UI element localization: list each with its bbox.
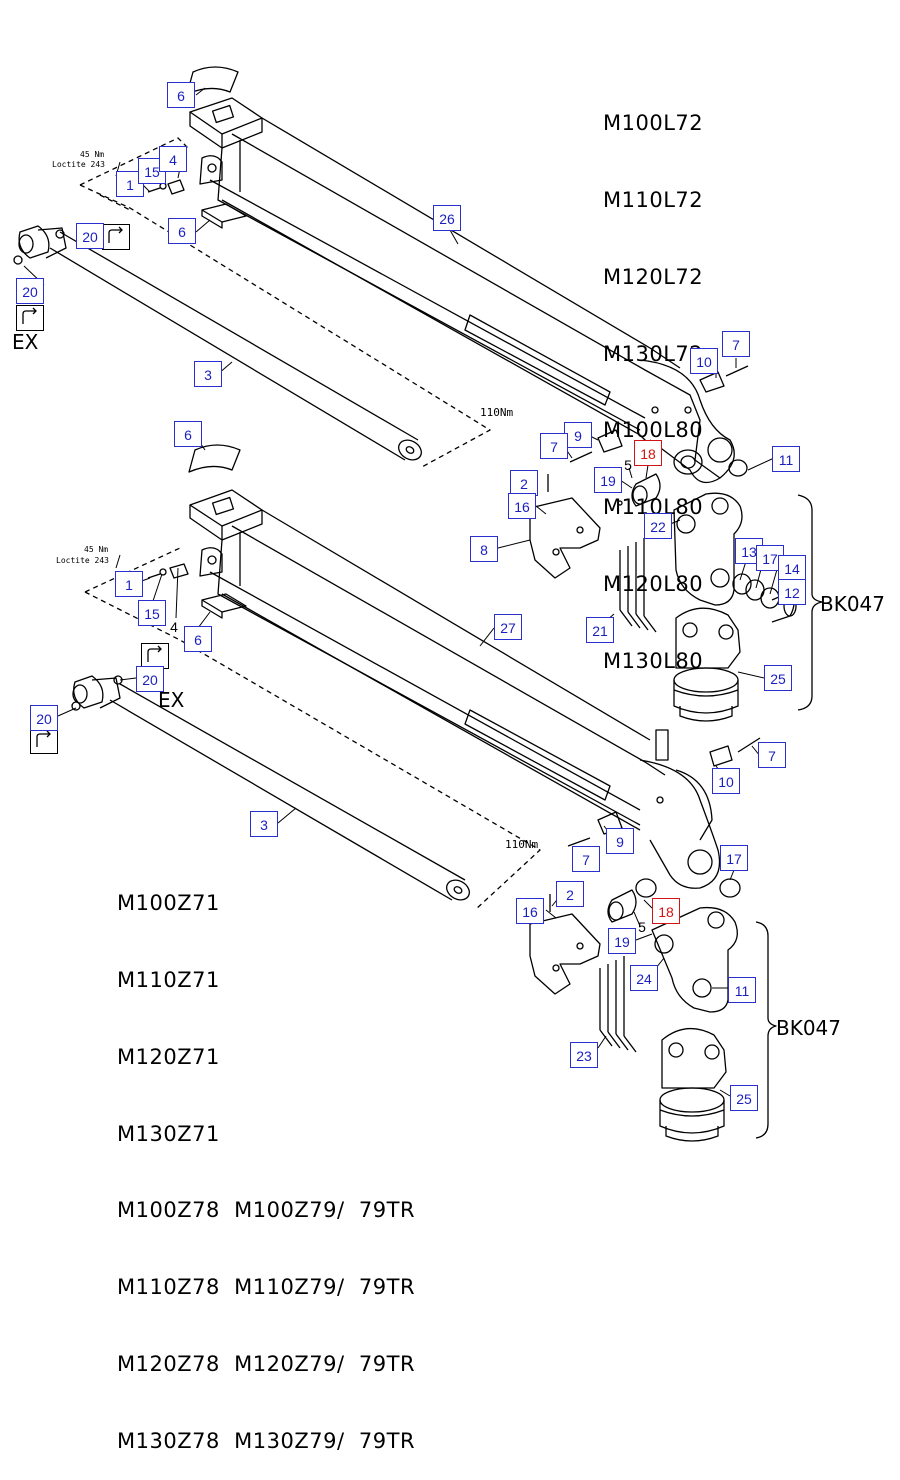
part-callout[interactable]: 19 — [608, 928, 636, 954]
model-name: M130L80 — [603, 648, 704, 673]
part-callout[interactable]: 16 — [516, 898, 544, 924]
model-name: M120Z71 — [117, 1044, 220, 1069]
part-callout[interactable]: 11 — [728, 977, 756, 1003]
part-callout[interactable]: 3 — [194, 361, 222, 387]
boom-head — [189, 97, 263, 135]
part-callout[interactable]: 6 — [168, 218, 196, 244]
ex-label: EX — [12, 330, 39, 354]
part-callout[interactable]: 7 — [758, 742, 786, 768]
part-callout[interactable]: 23 — [570, 1042, 598, 1068]
part-callout[interactable]: 16 — [508, 493, 536, 519]
part-callout[interactable]: 19 — [594, 467, 622, 493]
ex-label: EX — [158, 688, 185, 712]
part-callout[interactable]: 20 — [30, 705, 58, 731]
part-callout[interactable]: 25 — [764, 665, 792, 691]
model-name: M110Z78 M110Z79/ 79TR — [117, 1275, 416, 1300]
part-callout: 5 — [638, 919, 646, 935]
part-callout[interactable]: 20 — [76, 223, 104, 249]
model-name: M100L72 — [603, 111, 704, 136]
part-callout[interactable]: 7 — [722, 331, 750, 357]
part-callout[interactable]: 9 — [606, 828, 634, 854]
model-name: M130Z71 — [117, 1121, 220, 1146]
part-callout[interactable]: 12 — [778, 579, 806, 605]
model-list-top: M100L72 M110L72 M120L72 M130L72 M100L80 … — [603, 60, 703, 700]
model-name: M100Z71 — [117, 891, 220, 916]
model-name: M100L80 — [603, 418, 704, 443]
part-callout[interactable]: 20 — [136, 666, 164, 692]
angle-fitting-icon — [141, 643, 169, 669]
model-name: M130L72 — [603, 341, 704, 366]
angle-fitting-icon — [16, 305, 44, 331]
model-list-bottom: M100Z71 M110Z71 M120Z71 M130Z71 M100Z78 … — [117, 840, 415, 1480]
torque-110-note: 110Nm — [505, 838, 539, 851]
part-callout[interactable]: 2 — [556, 881, 584, 907]
model-name: M120L72 — [603, 264, 704, 289]
model-name: M110L72 — [603, 187, 704, 212]
exploded-parts-drawing — [13, 66, 823, 1142]
part-callout[interactable]: 10 — [712, 768, 740, 794]
model-name: M120Z78 M120Z79/ 79TR — [117, 1351, 416, 1376]
group-label: BK047 — [776, 1016, 842, 1040]
model-name: M110Z71 — [117, 967, 220, 992]
part-callout[interactable]: 24 — [630, 965, 658, 991]
part-callout[interactable]: 17 — [720, 845, 748, 871]
part-callout[interactable]: 9 — [564, 422, 592, 448]
part-callout[interactable]: 10 — [690, 348, 718, 374]
part-callout[interactable]: 25 — [730, 1085, 758, 1111]
part-callout[interactable]: 4 — [159, 146, 187, 172]
part-callout[interactable]: 6 — [184, 626, 212, 652]
part-callout[interactable]: 27 — [494, 614, 522, 640]
part-callout[interactable]: 8 — [470, 536, 498, 562]
angle-fitting-icon — [102, 224, 130, 250]
part-callout-highlighted[interactable]: 18 — [634, 440, 662, 466]
boom-body — [231, 133, 721, 479]
loctite-note: Loctite 243 — [56, 556, 109, 565]
part-callout-highlighted[interactable]: 18 — [652, 898, 680, 924]
torque-110-note: 110Nm — [480, 406, 514, 419]
part-callout[interactable]: 26 — [433, 205, 461, 231]
part-callout[interactable]: 6 — [167, 82, 195, 108]
part-callout[interactable]: 6 — [174, 421, 202, 447]
part-callout[interactable]: 20 — [16, 278, 44, 304]
part-callout[interactable]: 14 — [778, 555, 806, 581]
model-name: M100Z78 M100Z79/ 79TR — [117, 1198, 416, 1223]
wear-pad — [186, 66, 239, 95]
part-callout: 4 — [170, 619, 178, 635]
torque-note: 45 Nm — [84, 545, 109, 554]
model-name: M120L80 — [603, 571, 704, 596]
part-callout[interactable]: 7 — [540, 433, 568, 459]
part-callout[interactable]: 21 — [586, 617, 614, 643]
model-name: M130Z78 M130Z79/ 79TR — [117, 1428, 416, 1453]
part-callout[interactable]: 22 — [644, 513, 672, 539]
part-callout[interactable]: 11 — [772, 446, 800, 472]
loctite-note: Loctite 243 — [52, 160, 105, 169]
part-callout[interactable]: 1 — [115, 571, 143, 597]
group-label: BK047 — [820, 592, 886, 616]
part-callout[interactable]: 2 — [510, 470, 538, 496]
part-callout[interactable]: 7 — [572, 846, 600, 872]
part-callout[interactable]: 15 — [138, 600, 166, 626]
part-callout[interactable]: 3 — [250, 811, 278, 837]
hydraulic-cylinder — [59, 231, 419, 441]
part-callout: 5 — [624, 457, 632, 473]
torque-note: 45 Nm — [80, 150, 105, 159]
